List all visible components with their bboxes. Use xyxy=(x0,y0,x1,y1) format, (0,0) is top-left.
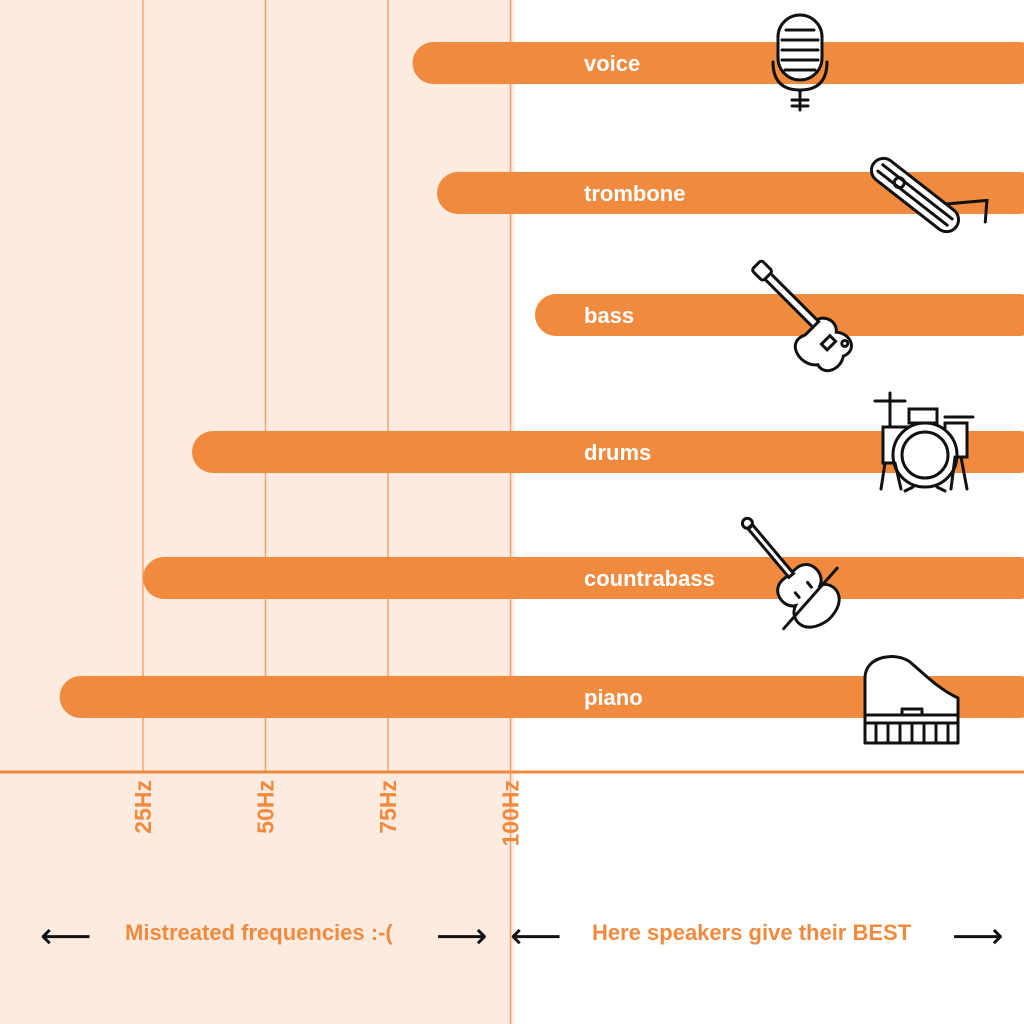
gridlines xyxy=(142,0,512,1024)
bar-bass xyxy=(535,294,1024,336)
left-arrow-icon: ⟵ xyxy=(510,916,562,957)
trombone-icon xyxy=(869,156,989,234)
bar-label-voice: voice xyxy=(584,51,640,76)
bar-piano xyxy=(59,676,1024,718)
tick-label-25: 25Hz xyxy=(130,780,156,834)
electric-guitar-icon xyxy=(751,259,853,373)
right-arrow-icon: ⟶ xyxy=(436,916,488,957)
tick-label-75: 75Hz xyxy=(375,780,401,834)
grand-piano-icon xyxy=(863,655,960,745)
speakers-best-label: Here speakers give their BEST xyxy=(592,920,912,945)
mistreated-zone-background xyxy=(0,0,515,1024)
bar-drums xyxy=(192,431,1024,473)
bar-voice xyxy=(412,42,1024,84)
right-arrow-icon: ⟶ xyxy=(952,916,1004,957)
bar-label-countrabass: countrabass xyxy=(584,566,715,591)
bar-label-bass: bass xyxy=(584,303,634,328)
bar-label-drums: drums xyxy=(584,440,651,465)
left-arrow-icon: ⟵ xyxy=(40,916,92,957)
tick-label-50: 50Hz xyxy=(253,780,279,834)
double-bass-icon xyxy=(740,516,841,631)
drum-kit-icon xyxy=(873,391,975,493)
mistreated-frequencies-label: Mistreated frequencies :-( xyxy=(125,920,393,945)
bar-label-piano: piano xyxy=(584,685,643,710)
x-tick-labels: 25Hz 50Hz 75Hz 100Hz xyxy=(130,780,524,846)
microphone-icon xyxy=(771,13,829,112)
tick-label-100: 100Hz xyxy=(498,780,524,846)
bar-label-trombone: trombone xyxy=(584,181,685,206)
instrument-icons xyxy=(740,13,989,745)
